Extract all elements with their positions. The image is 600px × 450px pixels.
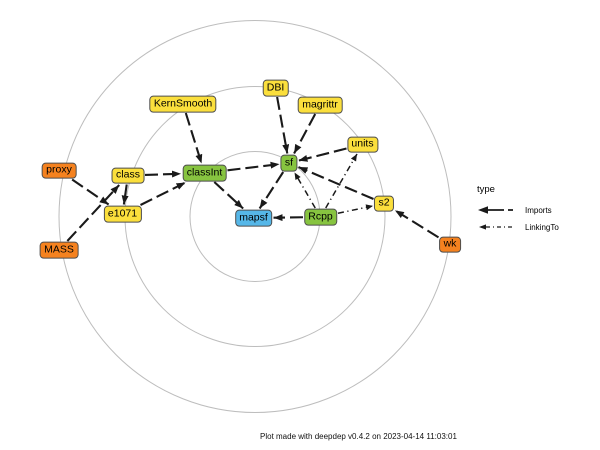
edge-MASS-class — [66, 184, 120, 242]
imports-arrow-icon — [478, 206, 514, 214]
edge-proxy-e1071 — [71, 178, 110, 206]
edge-KernSmooth-classInt — [184, 112, 203, 164]
legend-item-label-imports: Imports — [525, 205, 552, 215]
dependency-ring-3 — [58, 20, 452, 413]
edge-e1071-classInt — [140, 181, 186, 206]
legend-item-linkingto: LinkingTo — [477, 222, 597, 232]
edge-Rcpp-units — [325, 153, 358, 209]
edge-sf-mapsf — [258, 171, 285, 210]
dependency-ring-2 — [124, 86, 386, 347]
edge-magrittr-sf — [293, 113, 317, 154]
dependency-rings — [58, 20, 452, 413]
plot-caption: Plot made with deepdep v0.4.2 on 2023-04… — [260, 432, 457, 441]
edge-classInt-mapsf — [213, 181, 244, 210]
linkingto-arrow-icon — [479, 224, 514, 230]
dependency-edges — [66, 96, 440, 242]
legend-item-imports: Imports — [477, 205, 597, 215]
edge-wk-s2 — [394, 209, 440, 239]
edge-classInt-sf — [227, 161, 280, 172]
edge-class-e1071 — [121, 184, 129, 205]
legend-item-label-linkingto: LinkingTo — [525, 222, 559, 232]
legend: type Imports LinkingTo — [477, 184, 597, 239]
edge-Rcpp-s2 — [337, 204, 374, 215]
legend-title: type — [477, 184, 495, 195]
edge-class-classInt — [144, 170, 182, 178]
edge-DBI-sf — [276, 96, 290, 154]
edge-Rcpp-sf — [293, 172, 316, 209]
edge-units-sf — [298, 147, 347, 162]
edge-s2-sf — [298, 166, 374, 200]
